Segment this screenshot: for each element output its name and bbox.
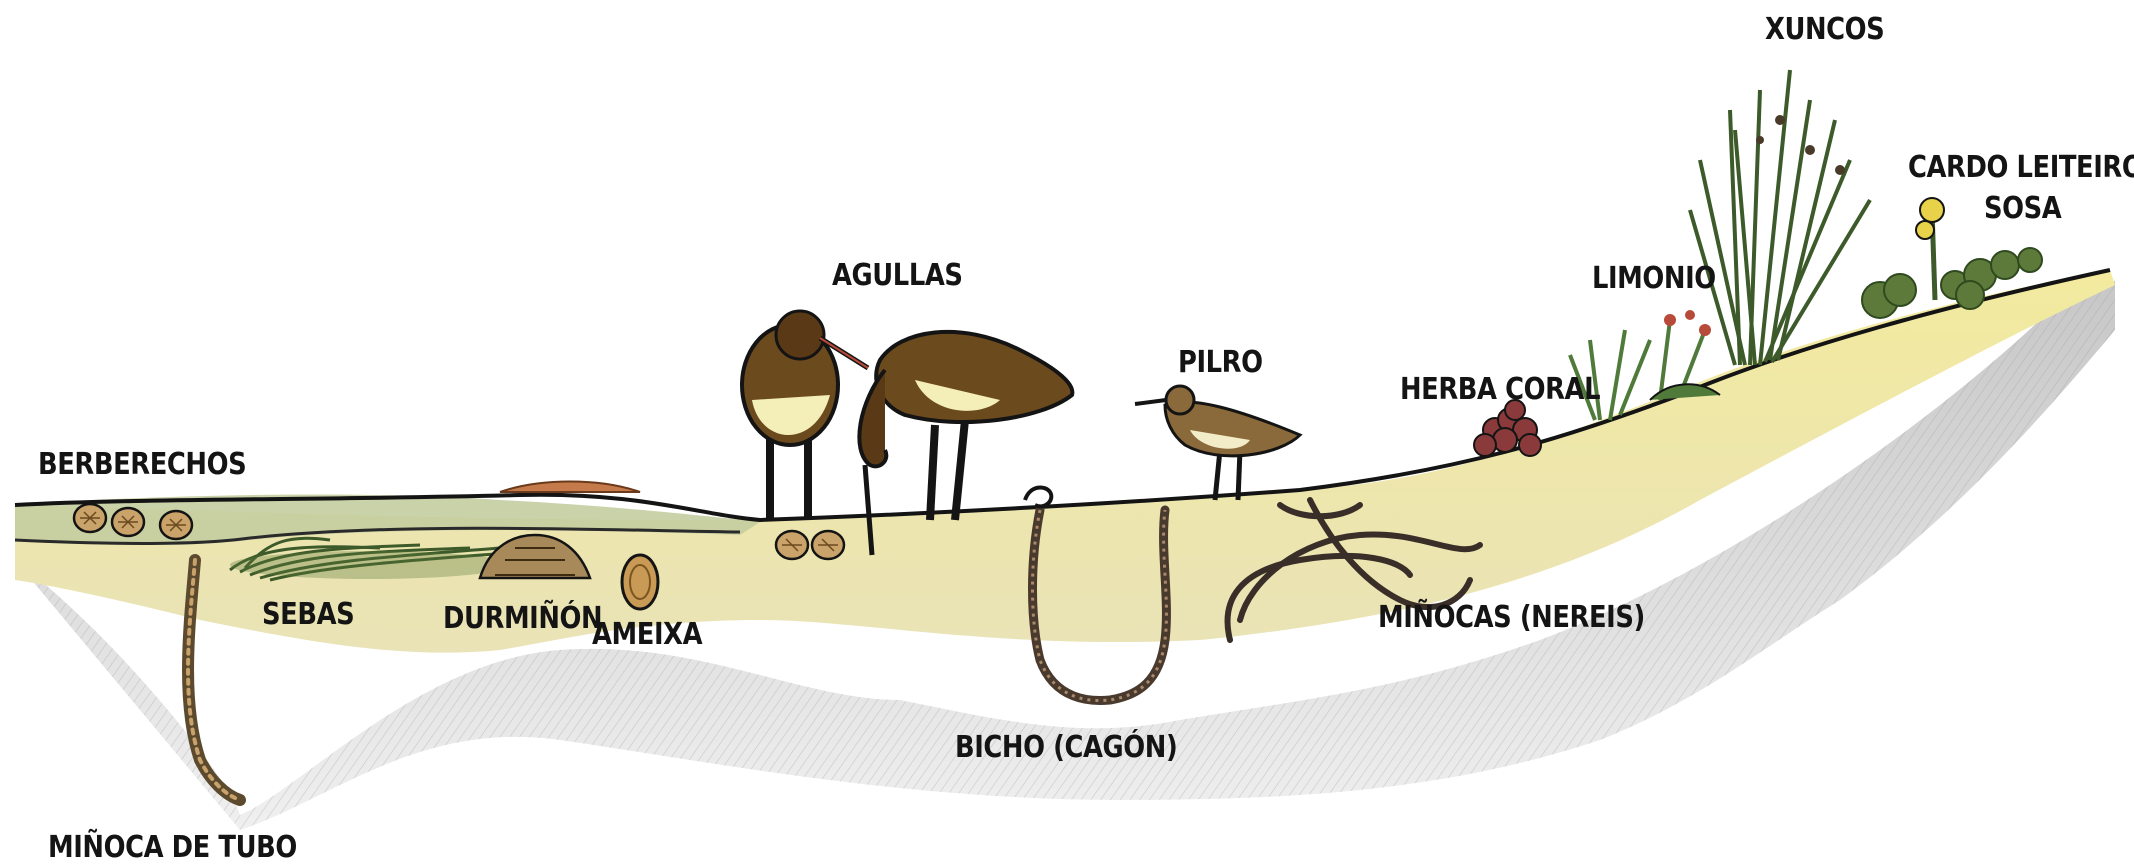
label-agullas: AGULLAS — [832, 258, 963, 293]
ameixa-clam — [622, 555, 658, 609]
sand-cast — [500, 482, 640, 493]
sanderling — [1135, 386, 1300, 500]
label-sebas: SEBAS — [262, 597, 354, 632]
label-sosa: SOSA — [1984, 191, 2061, 226]
label-pilro: PILRO — [1178, 345, 1263, 380]
herba-coral-plant — [1474, 400, 1541, 456]
label-durminon: DURMIÑÓN — [443, 601, 602, 636]
label-minocas-nereis: MIÑOCAS (NEREIS) — [1378, 600, 1645, 635]
cardo-leiteiro-plant — [1916, 198, 1944, 300]
label-minoca-tubo: MIÑOCA DE TUBO — [48, 830, 297, 865]
label-herba-coral: HERBA CORAL — [1400, 372, 1600, 407]
label-ameixa: AMEIXA — [592, 617, 702, 652]
xuncos-plant — [1690, 70, 1870, 365]
label-limonio: LIMONIO — [1592, 261, 1716, 296]
label-xuncos: XUNCOS — [1765, 12, 1884, 47]
eelgrass-bed — [230, 551, 510, 579]
curlew-standing — [742, 311, 868, 520]
label-cardo-leiteiro: CARDO LEITEIRO — [1908, 150, 2134, 185]
label-berberechos: BERBERECHOS — [38, 447, 246, 482]
label-bicho: BICHO (CAGÓN) — [955, 730, 1177, 765]
